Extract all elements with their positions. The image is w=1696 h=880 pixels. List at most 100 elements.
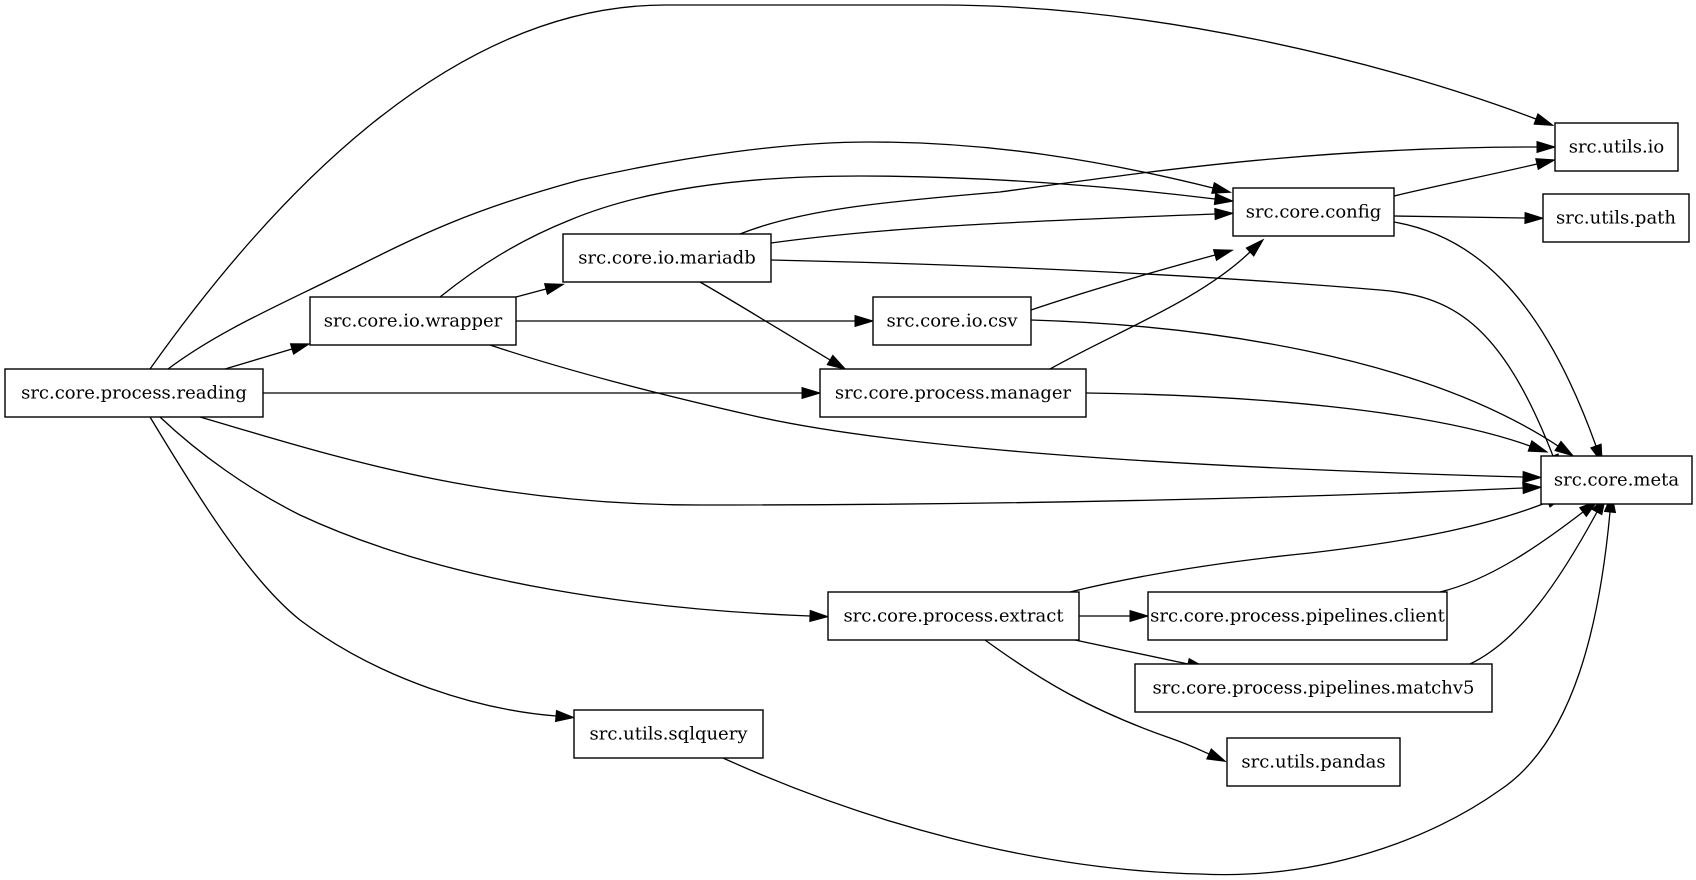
- node-csv: src.core.io.csv: [872, 296, 1032, 346]
- arrowhead-icon: [1533, 113, 1555, 126]
- node-mariadb: src.core.io.mariadb: [562, 233, 772, 283]
- arrowhead-icon: [1129, 609, 1150, 623]
- node-label: src.core.process.extract: [843, 606, 1064, 627]
- edge-reading-to-sqlquery: [149, 416, 576, 723]
- edge-client-to-meta: [1439, 500, 1599, 593]
- edge-line: [770, 259, 1554, 457]
- edge-line: [1030, 319, 1559, 447]
- arrowhead-icon: [543, 283, 566, 296]
- edge-line: [1393, 163, 1538, 197]
- edge-reading-to-meta: [199, 416, 1543, 506]
- arrowhead-icon: [1524, 211, 1545, 225]
- arrowhead-icon: [801, 386, 822, 400]
- edge-reading-to-wrapper: [224, 343, 311, 370]
- node-reading: src.core.process.reading: [4, 368, 264, 418]
- arrowhead-icon: [1554, 440, 1575, 457]
- edge-line: [149, 4, 1537, 370]
- edge-config-to-meta: [1393, 221, 1603, 465]
- edge-line: [1393, 215, 1526, 219]
- edge-csv-to-meta: [1030, 319, 1575, 457]
- node-box: [819, 368, 1087, 418]
- edge-line: [149, 416, 557, 717]
- arrowhead-icon: [809, 609, 830, 623]
- node-pandas: src.utils.pandas: [1226, 737, 1401, 787]
- edge-line: [1030, 254, 1216, 311]
- node-box: [872, 296, 1032, 346]
- node-manager: src.core.process.manager: [819, 368, 1087, 418]
- edge-config-to-utils-io: [1393, 158, 1557, 197]
- node-meta: src.core.meta: [1540, 455, 1693, 505]
- arrowhead-icon: [1527, 440, 1549, 453]
- edge-extract-to-meta: [1069, 494, 1567, 593]
- edge-line: [167, 141, 1214, 370]
- arrowhead-icon: [1536, 140, 1557, 154]
- node-box: [309, 296, 517, 346]
- edge-wrapper-to-mariadb: [515, 283, 566, 298]
- node-config: src.core.config: [1232, 187, 1395, 237]
- node-label: src.core.process.pipelines.matchv5: [1153, 678, 1475, 699]
- edge-line: [489, 344, 1524, 478]
- edge-extract-to-pandas: [984, 639, 1227, 763]
- node-box: [573, 709, 764, 759]
- node-label: src.utils.sqlquery: [589, 724, 748, 745]
- edge-config-to-utils-path: [1393, 211, 1545, 225]
- arrowhead-icon: [1522, 481, 1543, 495]
- node-label: src.core.io.wrapper: [324, 311, 503, 332]
- node-label: src.core.io.mariadb: [578, 248, 755, 269]
- edge-line: [699, 281, 831, 361]
- edge-manager-to-config: [1049, 238, 1265, 370]
- node-box: [1542, 193, 1690, 243]
- arrowhead-icon: [1212, 249, 1235, 262]
- edge-manager-to-meta: [1085, 392, 1549, 453]
- node-box: [827, 591, 1080, 641]
- node-box: [4, 368, 264, 418]
- node-label: src.core.process.pipelines.client: [1150, 606, 1445, 627]
- arrowhead-icon: [289, 343, 311, 356]
- edge-mariadb-to-manager: [699, 281, 847, 371]
- node-wrapper: src.core.io.wrapper: [309, 296, 517, 346]
- edge-line: [1469, 511, 1598, 665]
- edge-line: [1393, 221, 1597, 447]
- node-box: [1232, 187, 1395, 237]
- edge-csv-to-config: [1030, 249, 1235, 311]
- node-box: [1554, 122, 1679, 172]
- node-utils-path: src.utils.path: [1542, 193, 1690, 243]
- arrowhead-icon: [1522, 470, 1543, 484]
- edge-mariadb-to-meta: [770, 259, 1561, 475]
- node-sqlquery: src.utils.sqlquery: [573, 709, 764, 759]
- node-box: [1226, 737, 1401, 787]
- node-box: [562, 233, 772, 283]
- node-label: src.core.process.reading: [21, 383, 247, 404]
- edge-line: [159, 416, 811, 617]
- nodes-layer: src.core.process.reading src.core.io.wrap…: [4, 122, 1693, 787]
- node-matchv5: src.core.process.pipelines.matchv5: [1134, 663, 1493, 713]
- edge-mariadb-to-config: [770, 207, 1235, 244]
- node-box: [1147, 591, 1448, 641]
- arrowhead-icon: [1214, 207, 1235, 221]
- node-box: [1134, 663, 1493, 713]
- edge-line: [1085, 392, 1531, 447]
- edge-line: [1439, 511, 1584, 593]
- edge-line: [439, 175, 1216, 298]
- node-label: src.utils.path: [1556, 208, 1676, 229]
- edge-reading-to-manager: [263, 386, 822, 400]
- node-label: src.utils.io: [1569, 137, 1665, 158]
- node-label: src.core.config: [1246, 202, 1382, 223]
- edge-line: [199, 416, 1524, 506]
- edge-reading-to-extract: [159, 416, 830, 623]
- arrowhead-icon: [1213, 192, 1235, 206]
- node-client: src.core.process.pipelines.client: [1147, 591, 1448, 641]
- edge-mariadb-to-utils-io: [739, 140, 1557, 235]
- edge-reading-to-config: [167, 141, 1233, 370]
- node-label: src.core.io.csv: [886, 311, 1018, 332]
- node-box: [1540, 455, 1693, 505]
- edge-wrapper-to-config: [439, 175, 1235, 298]
- edge-line: [515, 288, 547, 298]
- arrowhead-icon: [1245, 238, 1265, 257]
- edge-line: [984, 639, 1210, 755]
- edge-wrapper-to-csv: [516, 314, 875, 328]
- arrowhead-icon: [554, 709, 576, 723]
- edge-extract-to-client: [1079, 609, 1150, 623]
- node-label: src.core.process.manager: [835, 383, 1072, 404]
